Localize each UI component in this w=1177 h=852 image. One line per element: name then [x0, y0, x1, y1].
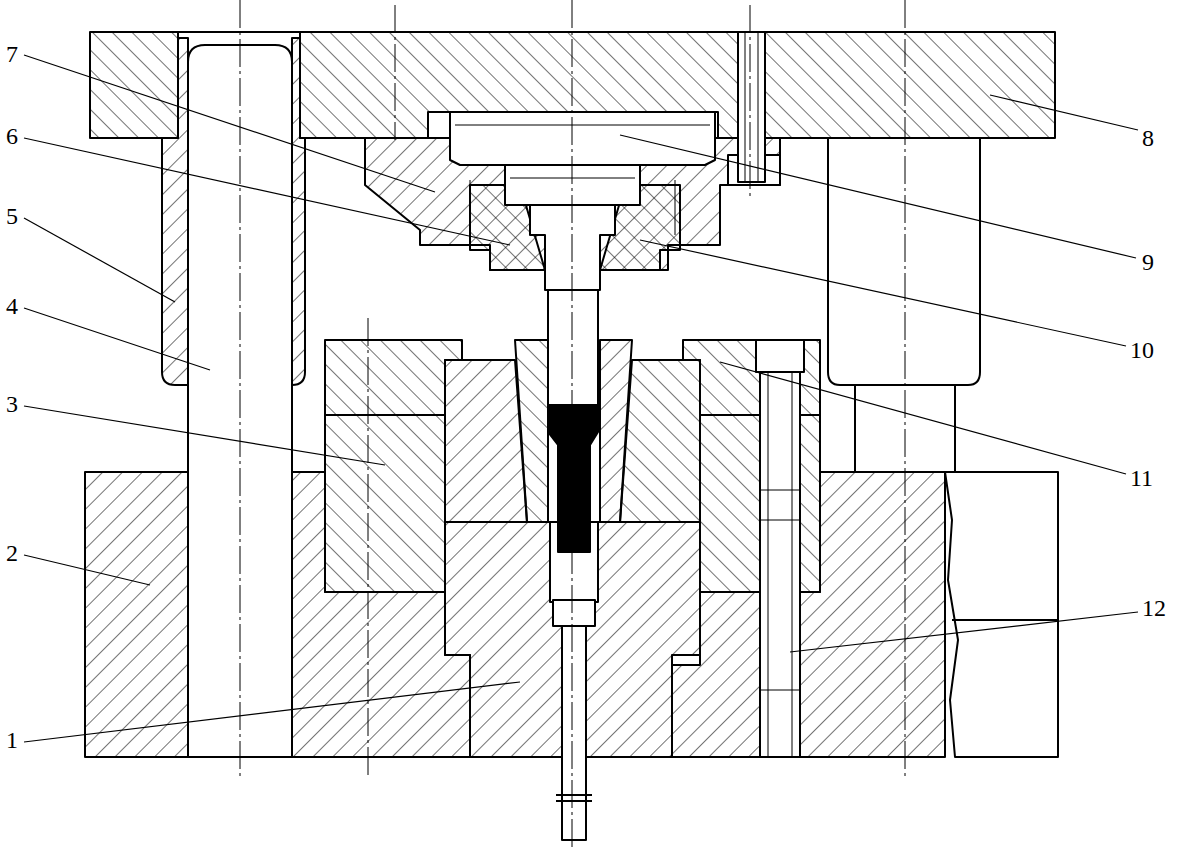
- callout-number: 1: [6, 728, 18, 752]
- callout-number: 3: [6, 392, 18, 416]
- callout-number: 7: [6, 42, 18, 66]
- callout-number: 9: [1142, 250, 1154, 274]
- center-lines: [240, 0, 905, 850]
- callout-number: 10: [1130, 338, 1154, 362]
- callout-number: 8: [1142, 126, 1154, 150]
- callout-number: 6: [6, 124, 18, 148]
- callout-number: 2: [6, 541, 18, 565]
- callout-number: 4: [6, 294, 18, 318]
- leader-lines: [24, 55, 1138, 742]
- callout-number: 5: [6, 204, 18, 228]
- callout-number: 12: [1142, 596, 1166, 620]
- callout-number: 11: [1130, 466, 1153, 490]
